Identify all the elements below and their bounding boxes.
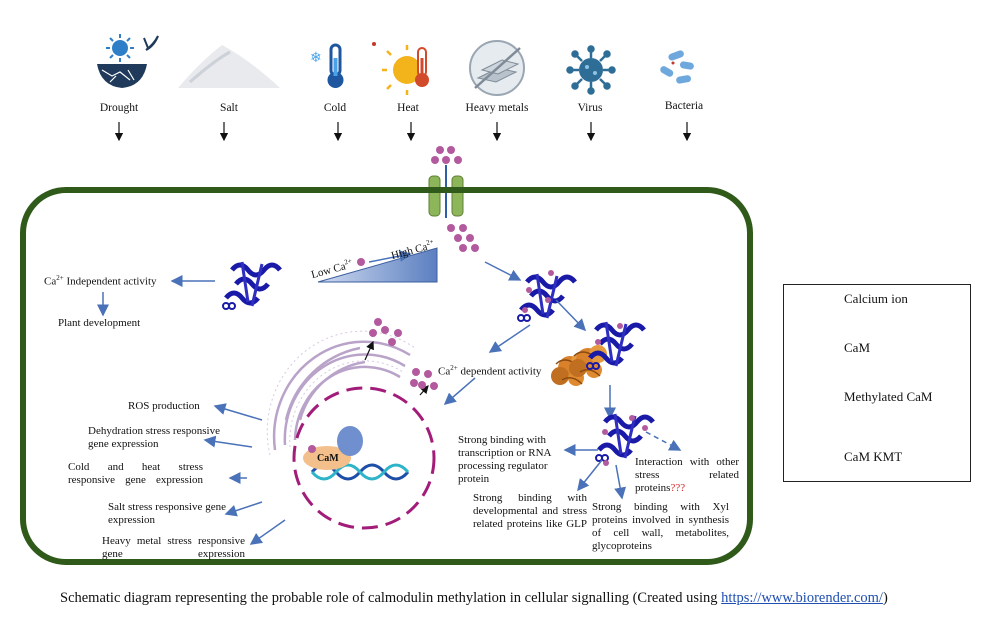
- cold-thermometer-icon: ❄: [310, 43, 344, 88]
- legend-cam-kmt: CaM KMT: [844, 449, 903, 464]
- heavy-metals-icon: [469, 40, 525, 96]
- output-salt: Salt stress responsive gene expression: [108, 501, 226, 526]
- endoplasmic-reticulum: [272, 340, 411, 451]
- ca-dependent-activity: Ca2+ dependent activity: [438, 364, 542, 378]
- legend-calcium-ion: Calcium ion: [844, 291, 908, 306]
- legend-cam: CaM: [844, 340, 870, 355]
- virus-icon: [566, 45, 616, 95]
- heat-sun-thermometer-icon: [372, 42, 429, 95]
- output-ros-production: ROS production: [128, 400, 200, 412]
- stressor-label-bacteria: Bacteria: [664, 100, 704, 112]
- strong-binding-xyl: Strong binding with Xyl proteins involve…: [592, 501, 729, 552]
- stressor-label-heavy-metals: Heavy metals: [465, 102, 529, 114]
- strong-binding-rna: Strong binding with transcription or RNA…: [458, 434, 551, 485]
- stressor-label-salt: Salt: [220, 102, 238, 114]
- legend-box: Calcium ion CaM Methylated CaM CaM KMT: [783, 284, 971, 482]
- biorender-link[interactable]: https://www.biorender.com/: [721, 590, 883, 606]
- output-cold-heat: Cold and heat stress responsive gene exp…: [68, 461, 203, 486]
- calcium-ions-inside: [447, 224, 479, 252]
- bacteria-icon: [660, 50, 694, 84]
- figure-caption: Schematic diagram representing the proba…: [60, 590, 888, 606]
- legend-methylated-cam: Methylated CaM: [844, 389, 933, 404]
- stressor-label-heat: Heat: [397, 102, 419, 114]
- interaction-other-proteins: Interaction with other stress related pr…: [635, 456, 739, 494]
- stressor-label-drought: Drought: [99, 102, 139, 114]
- cam-nucleus-label: CaM: [317, 453, 339, 464]
- drought-icon: [97, 34, 159, 88]
- plant-cell-wall: [20, 187, 753, 565]
- plant-development-label: Plant development: [58, 317, 141, 329]
- ca-independent-activity: Ca2+ Independent activity: [44, 274, 157, 288]
- salt-icon: [178, 45, 280, 88]
- output-heavy-metal: Heavy metal stress responsive gene expre…: [102, 535, 245, 560]
- strong-binding-developmental: Strong binding with developmental and st…: [473, 492, 587, 530]
- nucleus-membrane: [292, 386, 436, 530]
- stressor-label-virus: Virus: [577, 102, 603, 114]
- stressor-label-cold: Cold: [323, 102, 347, 114]
- svg-text:❄: ❄: [310, 50, 322, 66]
- question-marks: ???: [670, 482, 686, 494]
- cam-in-nucleus: [303, 446, 351, 470]
- output-dehydration: Dehydration stress responsive gene expre…: [88, 425, 220, 450]
- calcium-ions-outside: [431, 146, 462, 164]
